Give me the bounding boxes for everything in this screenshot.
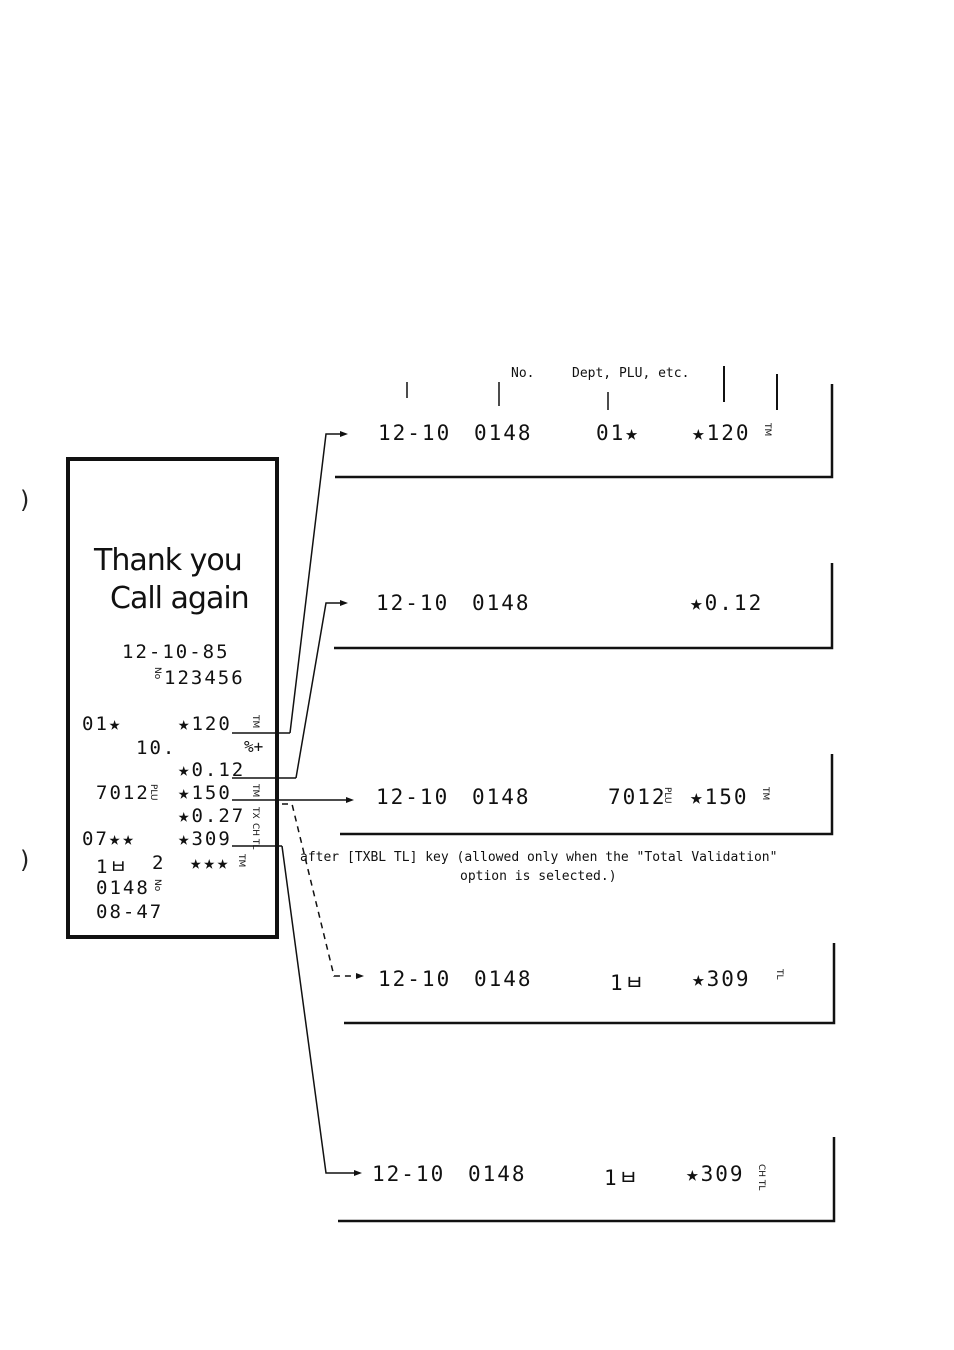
validation-bracket	[334, 563, 834, 650]
validation-item-symbol: PLU	[662, 787, 672, 804]
receipt-message-line2: Call again	[110, 581, 250, 616]
receipt-line-value: ★120	[178, 713, 232, 735]
arrowhead	[354, 1170, 362, 1176]
arrowhead	[340, 431, 348, 437]
arrowhead	[340, 600, 348, 606]
receipt-line-left: 1ㅂ	[96, 856, 129, 878]
validation-item: 7012	[608, 785, 667, 809]
validation-symbol: TM	[760, 787, 770, 801]
validation-value: ★0.12	[690, 591, 764, 615]
receipt-message-line1: Thank you	[94, 543, 243, 578]
receipt-line-symbol: TX	[250, 807, 260, 819]
validation-bracket	[344, 943, 836, 1025]
connector-line	[281, 845, 356, 1174]
validation-register-no: 0148	[474, 421, 533, 445]
receipt-line-symbol: %+	[244, 737, 264, 756]
validation-date: 12-10	[372, 1162, 446, 1186]
validation-register-no: 0148	[472, 591, 531, 615]
connector-line	[289, 433, 342, 734]
receipt-line-left: 10.	[136, 737, 177, 759]
receipt-line-symbol: TM	[236, 854, 246, 868]
margin-mark: )	[20, 846, 30, 874]
receipt-line-left: 7012	[96, 782, 150, 804]
receipt-line-value: ★150	[178, 782, 232, 804]
receipt-line-value: ★309	[178, 828, 232, 850]
receipt-line-value: ★0.12	[178, 759, 246, 781]
validation-date: 12-10	[376, 591, 450, 615]
validation-date: 12-10	[378, 421, 452, 445]
receipt-register-no: 0148	[96, 877, 150, 899]
validation-date: 12-10	[378, 967, 452, 991]
validation-bracket	[335, 384, 834, 479]
validation-value: ★309	[686, 1162, 745, 1186]
validation-symbol: CH TL	[756, 1164, 766, 1191]
receipt-line-left-symbol: PLU	[148, 784, 158, 801]
receipt-line-left: 01★	[82, 713, 123, 735]
validation-register-no: 0148	[468, 1162, 527, 1186]
receipt-line-symbol: TM	[250, 784, 260, 798]
receipt-no-symbol: No	[152, 667, 162, 680]
connector-line	[295, 602, 342, 779]
validation-value: ★120	[692, 421, 751, 445]
connector-dashed-line	[282, 803, 356, 977]
validation-symbol: TL	[774, 969, 784, 980]
no-label: No.	[511, 366, 535, 381]
receipt-line-symbol: CH TL	[250, 823, 260, 850]
arrowhead	[346, 797, 354, 803]
validation-date: 12-10	[376, 785, 450, 809]
receipt-line-symbol: TM	[250, 715, 260, 729]
receipt-time: 08-47	[96, 901, 164, 923]
receipt-line-left: 07★★	[82, 828, 136, 850]
validation-item: 01★	[596, 421, 640, 445]
validation-value: ★150	[690, 785, 749, 809]
validation-register-no: 0148	[474, 967, 533, 991]
validation-register-no: 0148	[472, 785, 531, 809]
validation-symbol: TM	[762, 423, 772, 437]
receipt: Thank you Call again 12-10-85 No 123456 …	[66, 457, 279, 939]
txbl-note-line2: option is selected.)	[460, 869, 617, 884]
validation-value: ★309	[692, 967, 751, 991]
txbl-note-line1: after [TXBL TL] key (allowed only when t…	[300, 850, 778, 865]
arrowhead	[356, 973, 364, 979]
receipt-line-value: ★0.27	[178, 805, 246, 827]
validation-item: 1ㅂ	[610, 971, 646, 995]
receipt-line-value: ★★★	[190, 852, 231, 874]
receipt-consecutive-no: 123456	[164, 667, 245, 689]
receipt-line-middle: 2	[152, 852, 166, 874]
receipt-register-symbol: No	[152, 879, 162, 892]
dept-label: Dept, PLU, etc.	[572, 366, 690, 381]
validation-bracket	[340, 754, 834, 836]
validation-bracket	[338, 1137, 836, 1223]
receipt-date: 12-10-85	[122, 641, 230, 663]
validation-item: 1ㅂ	[604, 1166, 640, 1190]
margin-mark: )	[20, 486, 30, 514]
